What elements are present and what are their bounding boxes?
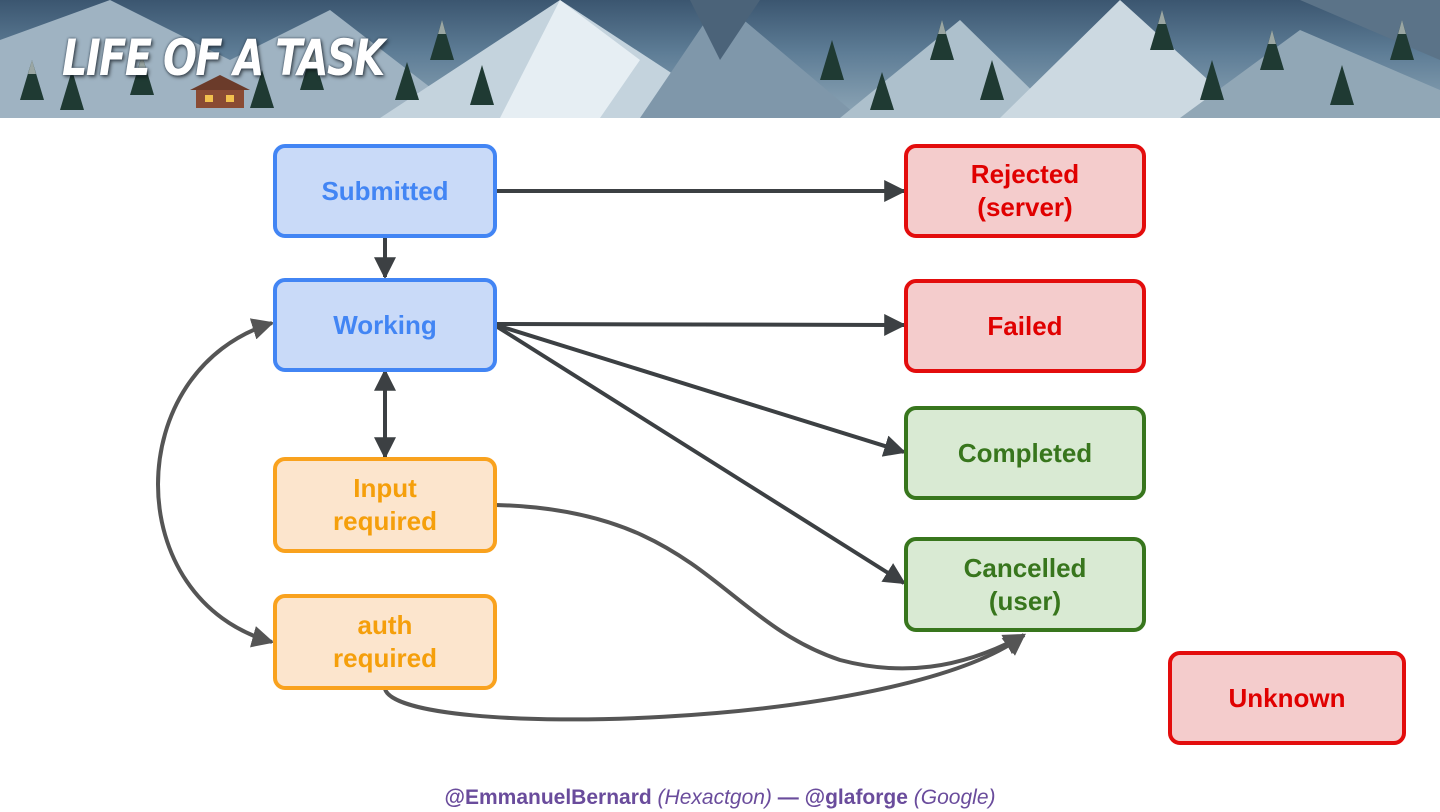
arrow-auth-required-cancelled — [383, 633, 1026, 722]
cabin-icon — [190, 75, 250, 108]
author-glaforge: @glaforge — [804, 786, 908, 809]
footer-credits: @EmmanuelBernard (Hexactgon) — @glaforge… — [0, 784, 1440, 812]
state-failed: Failed — [904, 279, 1146, 373]
state-cancelled: Cancelled (user) — [904, 537, 1146, 632]
footer-separator: — — [777, 786, 799, 809]
arrow-working-cancelled — [494, 324, 906, 585]
state-rejected: Rejected (server) — [904, 144, 1146, 238]
state-working: Working — [273, 278, 497, 372]
arrow-working-completed — [495, 323, 907, 457]
mountain-landscape-image — [0, 0, 1440, 118]
slide-title: Life of a task — [62, 29, 385, 87]
arrow-working-auth-required — [156, 318, 275, 648]
state-submitted: Submitted — [273, 144, 497, 238]
state-completed: Completed — [904, 406, 1146, 500]
arrow-input-required-cancelled — [495, 503, 1026, 671]
state-input-required: Input required — [273, 457, 497, 553]
org-hexactgon: (Hexactgon) — [657, 786, 772, 809]
header-banner: Life of a task — [0, 0, 1440, 118]
arrow-working-failed — [495, 313, 907, 336]
author-emmanuel: @EmmanuelBernard — [444, 786, 652, 809]
state-unknown: Unknown — [1168, 651, 1406, 745]
state-auth-required: auth required — [273, 594, 497, 690]
org-google: (Google) — [913, 786, 996, 809]
